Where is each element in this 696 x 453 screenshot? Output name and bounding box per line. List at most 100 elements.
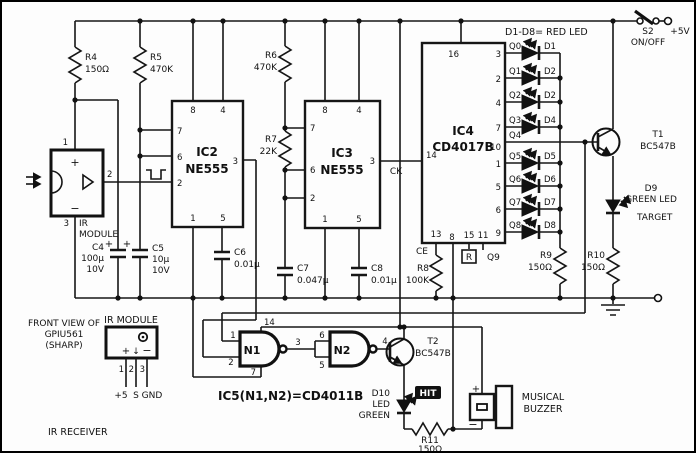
led-row-label: Q8 xyxy=(509,221,521,231)
svg-text:10V: 10V xyxy=(152,266,170,276)
svg-text:2: 2 xyxy=(129,365,134,375)
c4-ref: C4 xyxy=(92,243,104,253)
r10-ref: R10 xyxy=(587,251,605,261)
t2-part: BC547B xyxy=(415,349,451,359)
svg-text:15: 15 xyxy=(464,231,475,241)
module-pin1: 1 xyxy=(63,138,68,148)
svg-text:8: 8 xyxy=(322,106,327,116)
svg-text:16: 16 xyxy=(448,50,459,60)
led-row-label: 9 xyxy=(496,229,501,239)
svg-text:14: 14 xyxy=(264,318,275,328)
plus5v-label: +5V xyxy=(670,27,690,37)
module-label: IR xyxy=(79,219,88,229)
ic3-ne555: IC3 NE555 8 4 7 6 2 3 1 5 xyxy=(303,99,382,230)
d9-ref: D9 xyxy=(645,184,658,194)
buzzer-label: MUSICAL xyxy=(522,392,565,403)
led-row-label: D2 xyxy=(544,67,556,77)
gate-n2: N2 6 5 4 xyxy=(319,330,388,371)
c6-ref: C6 xyxy=(234,248,246,258)
led-row-label: Q3 xyxy=(509,116,521,126)
pulse-waveform-icon xyxy=(146,169,166,180)
svg-text:2: 2 xyxy=(310,194,315,204)
led-row-label: Q7 xyxy=(509,198,521,208)
led-row-label: 6 xyxy=(496,206,501,216)
svg-text:7: 7 xyxy=(177,127,182,137)
target-label: TARGET xyxy=(636,213,673,223)
d9-type: GREEN LED xyxy=(625,195,677,205)
svg-text:3: 3 xyxy=(295,338,300,348)
led-row-label: D7 xyxy=(544,198,556,208)
svg-text:3: 3 xyxy=(140,365,145,375)
r6-value: 470K xyxy=(254,63,278,73)
led-d10: D10 LED GREEN HIT xyxy=(359,386,441,421)
musical-buzzer: + − MUSICAL BUZZER xyxy=(468,384,565,431)
c7-ref: C7 xyxy=(297,264,309,274)
svg-text:13: 13 xyxy=(431,230,442,240)
svg-text:1: 1 xyxy=(230,331,235,341)
svg-text:7: 7 xyxy=(251,368,256,378)
resistor-labels: R4 150Ω R5 470K R6 470K R7 22K R8 100K R… xyxy=(85,51,605,451)
led-row: 6 Q7 D7 xyxy=(496,193,563,217)
svg-text:5: 5 xyxy=(220,214,225,224)
svg-text:GPIU561: GPIU561 xyxy=(45,330,84,340)
svg-text:4: 4 xyxy=(220,106,225,116)
pinout-title: IR MODULE xyxy=(104,315,158,326)
q4-label: Q4 xyxy=(509,131,521,141)
r11-ref: R11 xyxy=(421,436,439,446)
ic4-part: CD4017B xyxy=(432,140,493,154)
svg-text:100µ: 100µ xyxy=(81,254,104,264)
down-arrow-icon: ↓ xyxy=(132,347,140,357)
ic5-label: IC5(N1,N2)=CD4011B xyxy=(218,389,363,403)
q9-label: Q9 xyxy=(487,253,500,263)
ir-receiver-label: IR RECEIVER xyxy=(48,427,108,438)
svg-text:1: 1 xyxy=(322,215,327,225)
n1-label: N1 xyxy=(244,344,261,357)
transistor-t2: T2 BC547B xyxy=(385,337,451,367)
ic3-ref: IC3 xyxy=(331,146,353,160)
led-row-label: 3 xyxy=(496,50,501,60)
module-label: MODULE xyxy=(79,230,118,240)
r4-ref: R4 xyxy=(85,53,97,63)
r7-ref: R7 xyxy=(265,135,277,145)
svg-text:2: 2 xyxy=(228,358,233,368)
photodiode-icon xyxy=(82,173,95,191)
capacitor-labels: C4 100µ 10V + C5 10µ 10V + C6 0.01µ C7 0… xyxy=(81,239,397,286)
led-row-label: D1 xyxy=(544,42,556,52)
r5-ref: R5 xyxy=(150,53,162,63)
r5-value: 470K xyxy=(150,65,174,75)
t1-part: BC547B xyxy=(640,142,676,152)
svg-text:3: 3 xyxy=(233,157,238,167)
ic3-part: NE555 xyxy=(320,163,363,177)
c5-ref: C5 xyxy=(152,244,164,254)
r7-value: 22K xyxy=(260,147,278,157)
r8-ref: R8 xyxy=(417,264,429,274)
t2-ref: T2 xyxy=(426,337,438,347)
svg-text:6: 6 xyxy=(310,166,315,176)
s2-label: S2 xyxy=(642,27,653,37)
led-row-label: 5 xyxy=(496,183,501,193)
led-row-label: D5 xyxy=(544,152,556,162)
front-view-label: FRONT VIEW OF xyxy=(28,319,100,329)
ic4-ref: IC4 xyxy=(452,124,474,138)
svg-text:2: 2 xyxy=(177,179,182,189)
r10-value: 150Ω xyxy=(581,263,605,273)
svg-text:+: + xyxy=(105,239,113,250)
svg-text:6: 6 xyxy=(319,331,324,341)
led-header: D1-D8= RED LED xyxy=(505,27,588,38)
svg-text:+5: +5 xyxy=(114,391,127,401)
transistor-t1: T1 BC547B xyxy=(591,127,676,157)
module-plus: + xyxy=(70,156,79,169)
svg-text:3: 3 xyxy=(370,157,375,167)
svg-text:5: 5 xyxy=(356,215,361,225)
led-row-label: Q6 xyxy=(509,175,521,185)
svg-text:1: 1 xyxy=(190,214,195,224)
ic4-cd4017b: IC4 CD4017B 16 14 CK 13 8 15 11 CE R Q9 … xyxy=(390,41,521,264)
svg-text:6: 6 xyxy=(177,153,182,163)
led-row-label: D2 xyxy=(544,91,556,101)
svg-text:5: 5 xyxy=(319,361,324,371)
